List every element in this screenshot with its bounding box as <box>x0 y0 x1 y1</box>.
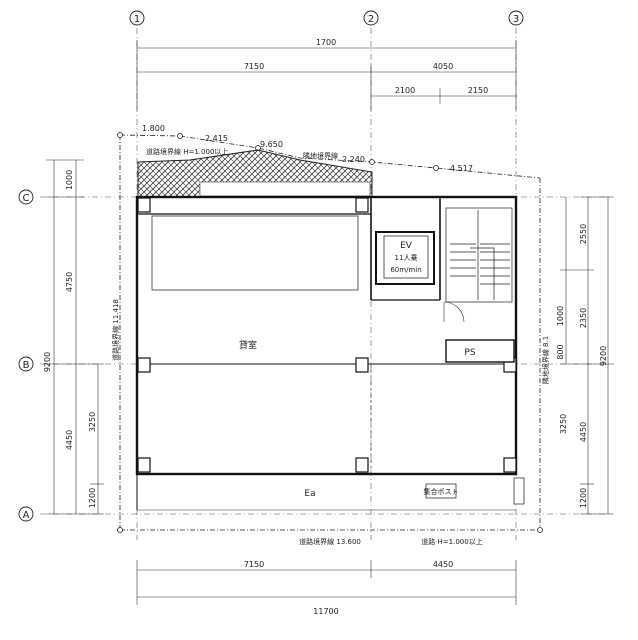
svg-text:2: 2 <box>368 14 374 25</box>
svg-text:A: A <box>23 510 30 521</box>
dim-bottom-total: 11700 <box>313 607 338 616</box>
dim-left-upper: 4750 <box>65 272 74 292</box>
dim-top-total: 1700 <box>316 38 336 47</box>
grid-lines <box>40 28 610 540</box>
axis-bubble-3: 3 <box>508 10 524 26</box>
hatched-strip <box>137 149 373 198</box>
mailbox-label: 集合ポスト <box>424 487 459 496</box>
dim-left-bottom: 1200 <box>88 488 97 508</box>
top-dimensions <box>136 40 517 110</box>
svg-text:3: 3 <box>513 14 519 25</box>
entrance-area: Ea 集合ポスト <box>136 474 525 511</box>
setback-note: 道路境界線 H=1.000以上 <box>146 147 228 156</box>
dim-left-total: 9200 <box>43 352 52 372</box>
dim-left-lower: 4450 <box>65 430 74 450</box>
stair-door <box>443 301 465 323</box>
dim-right-top: 2550 <box>579 224 588 244</box>
dim-top-left: 7150 <box>244 62 264 71</box>
axis-bubble-b: B <box>18 356 34 372</box>
boundary-pt-4: 2.240 <box>342 155 365 164</box>
boundary-pt-1: 1.800 <box>142 124 165 133</box>
dim-right-lower: 3250 <box>559 414 568 434</box>
boundary-pt-2: 2.415 <box>205 134 228 143</box>
bottom-right-note: 道路 H=1.000以上 <box>421 537 482 546</box>
dim-top-right-b: 2150 <box>468 86 488 95</box>
elevator-shaft: EV 11人乗 60m/min <box>375 231 435 285</box>
left-boundary-note: 道路境界線 11.418 <box>111 299 120 361</box>
dim-right-small-b: 800 <box>556 344 565 359</box>
dim-top-right-a: 2100 <box>395 86 415 95</box>
ev-sub-label: 11人乗 <box>395 253 418 262</box>
axis-bubble-2: 2 <box>363 10 379 26</box>
dim-top-right: 4050 <box>433 62 453 71</box>
svg-text:1: 1 <box>134 14 140 25</box>
boundary-points <box>117 132 543 533</box>
left-dimensions <box>46 159 104 515</box>
dim-right-small-a: 1000 <box>556 306 565 326</box>
entrance-label: Ea <box>304 489 315 499</box>
svg-text:B: B <box>23 360 30 371</box>
bottom-dimensions <box>136 560 517 605</box>
columns <box>137 197 517 473</box>
partition-outline <box>151 215 359 291</box>
main-room-label: 貸室 <box>239 339 257 351</box>
building-walls <box>135 195 518 476</box>
dim-left-top: 1000 <box>65 170 74 190</box>
ev-sub-label-2: 60m/min <box>390 266 421 274</box>
ev-label: EV <box>400 241 413 251</box>
pipe-shaft: PS <box>445 339 515 363</box>
axis-bubble-a: A <box>18 506 34 522</box>
dim-right-bottom: 1200 <box>579 488 588 508</box>
boundary-pt-5: 4.517 <box>450 164 473 173</box>
dim-bottom-right: 4450 <box>433 560 453 569</box>
dim-bottom-left: 7150 <box>244 560 264 569</box>
svg-text:C: C <box>23 193 30 204</box>
axis-bubble-1: 1 <box>129 10 145 26</box>
axis-bubble-c: C <box>18 189 34 205</box>
boundary-pt-3: 9.650 <box>260 140 283 149</box>
dim-right-lower-b: 4450 <box>579 422 588 442</box>
staircase <box>445 207 513 303</box>
right-boundary-note: 隣地境界線 8.1 <box>541 336 550 384</box>
dim-left-lower-inner: 3250 <box>88 412 97 432</box>
dim-right-mid: 2350 <box>579 308 588 328</box>
right-dimensions <box>560 196 614 515</box>
bottom-boundary-note: 道路境界線 13.600 <box>299 537 361 546</box>
dim-right-total: 9200 <box>599 346 608 366</box>
ps-label: PS <box>464 348 475 358</box>
boundary-line-note: 隣地境界線 <box>303 151 338 160</box>
